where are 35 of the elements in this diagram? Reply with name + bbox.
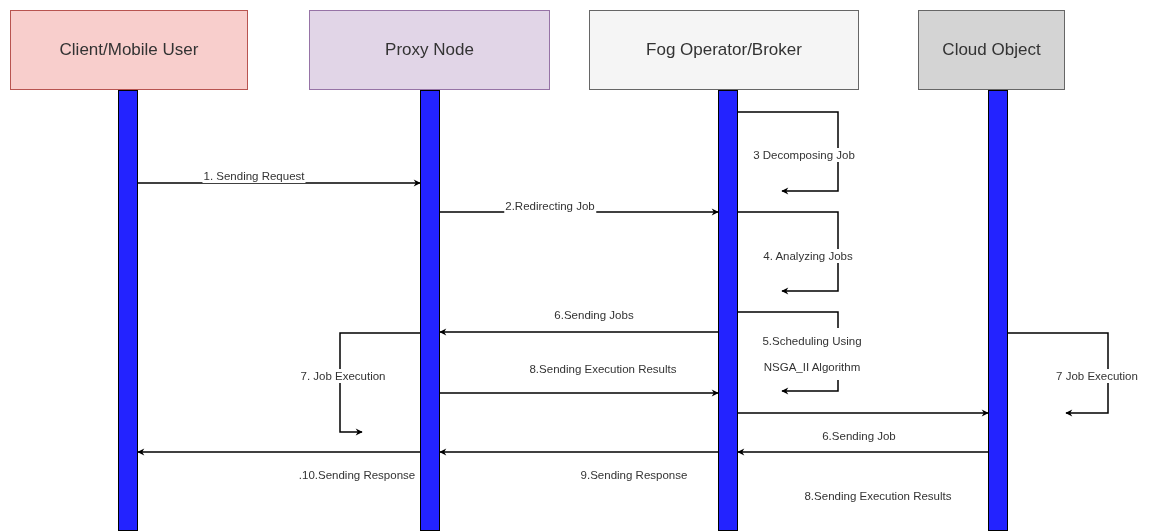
edge-label: 1. Sending Request [202, 169, 306, 183]
message-arrow [137, 448, 421, 456]
participant-name: Proxy Node [385, 40, 474, 60]
self-message-arrow [339, 332, 421, 436]
lifeline-bar [118, 90, 138, 531]
participant-name: Fog Operator/Broker [646, 40, 802, 60]
message-arrow [737, 409, 989, 417]
self-message-arrow [1007, 332, 1109, 417]
message-arrow [439, 448, 719, 456]
message-arrow [137, 179, 421, 187]
edge-label: 4. Analyzing Jobs [762, 249, 854, 263]
participant-box [918, 10, 1065, 90]
lifeline-bar [988, 90, 1008, 531]
self-message-arrow [737, 111, 839, 195]
participant-name: Cloud Object [942, 40, 1041, 60]
message-arrow [439, 389, 719, 397]
edge-label: 8.Sending Execution Results [803, 489, 953, 503]
lifeline-bar [718, 90, 738, 531]
participant-box [10, 10, 248, 90]
participant-name: Client/Mobile User [59, 40, 199, 60]
edge-label: 3 Decomposing Job [752, 148, 856, 162]
participant-box [589, 10, 859, 90]
edge-label: 6.Sending Jobs [553, 308, 635, 322]
edge-label: 8.Sending Execution Results [528, 362, 678, 376]
edge-label: .10.Sending Response [297, 468, 417, 482]
edge-label: 7. Job Execution [299, 369, 387, 383]
edge-label: 9.Sending Response [579, 468, 689, 482]
message-arrow [439, 328, 719, 336]
edge-label: 6.Sending Job [821, 429, 897, 443]
participant-box [309, 10, 550, 90]
self-message-arrow [737, 211, 839, 295]
edge-label: 7 Job Execution [1055, 369, 1139, 383]
edge-label: 2.Redirecting Job [504, 199, 596, 213]
message-arrow [737, 448, 989, 456]
lifeline-bar [420, 90, 440, 531]
